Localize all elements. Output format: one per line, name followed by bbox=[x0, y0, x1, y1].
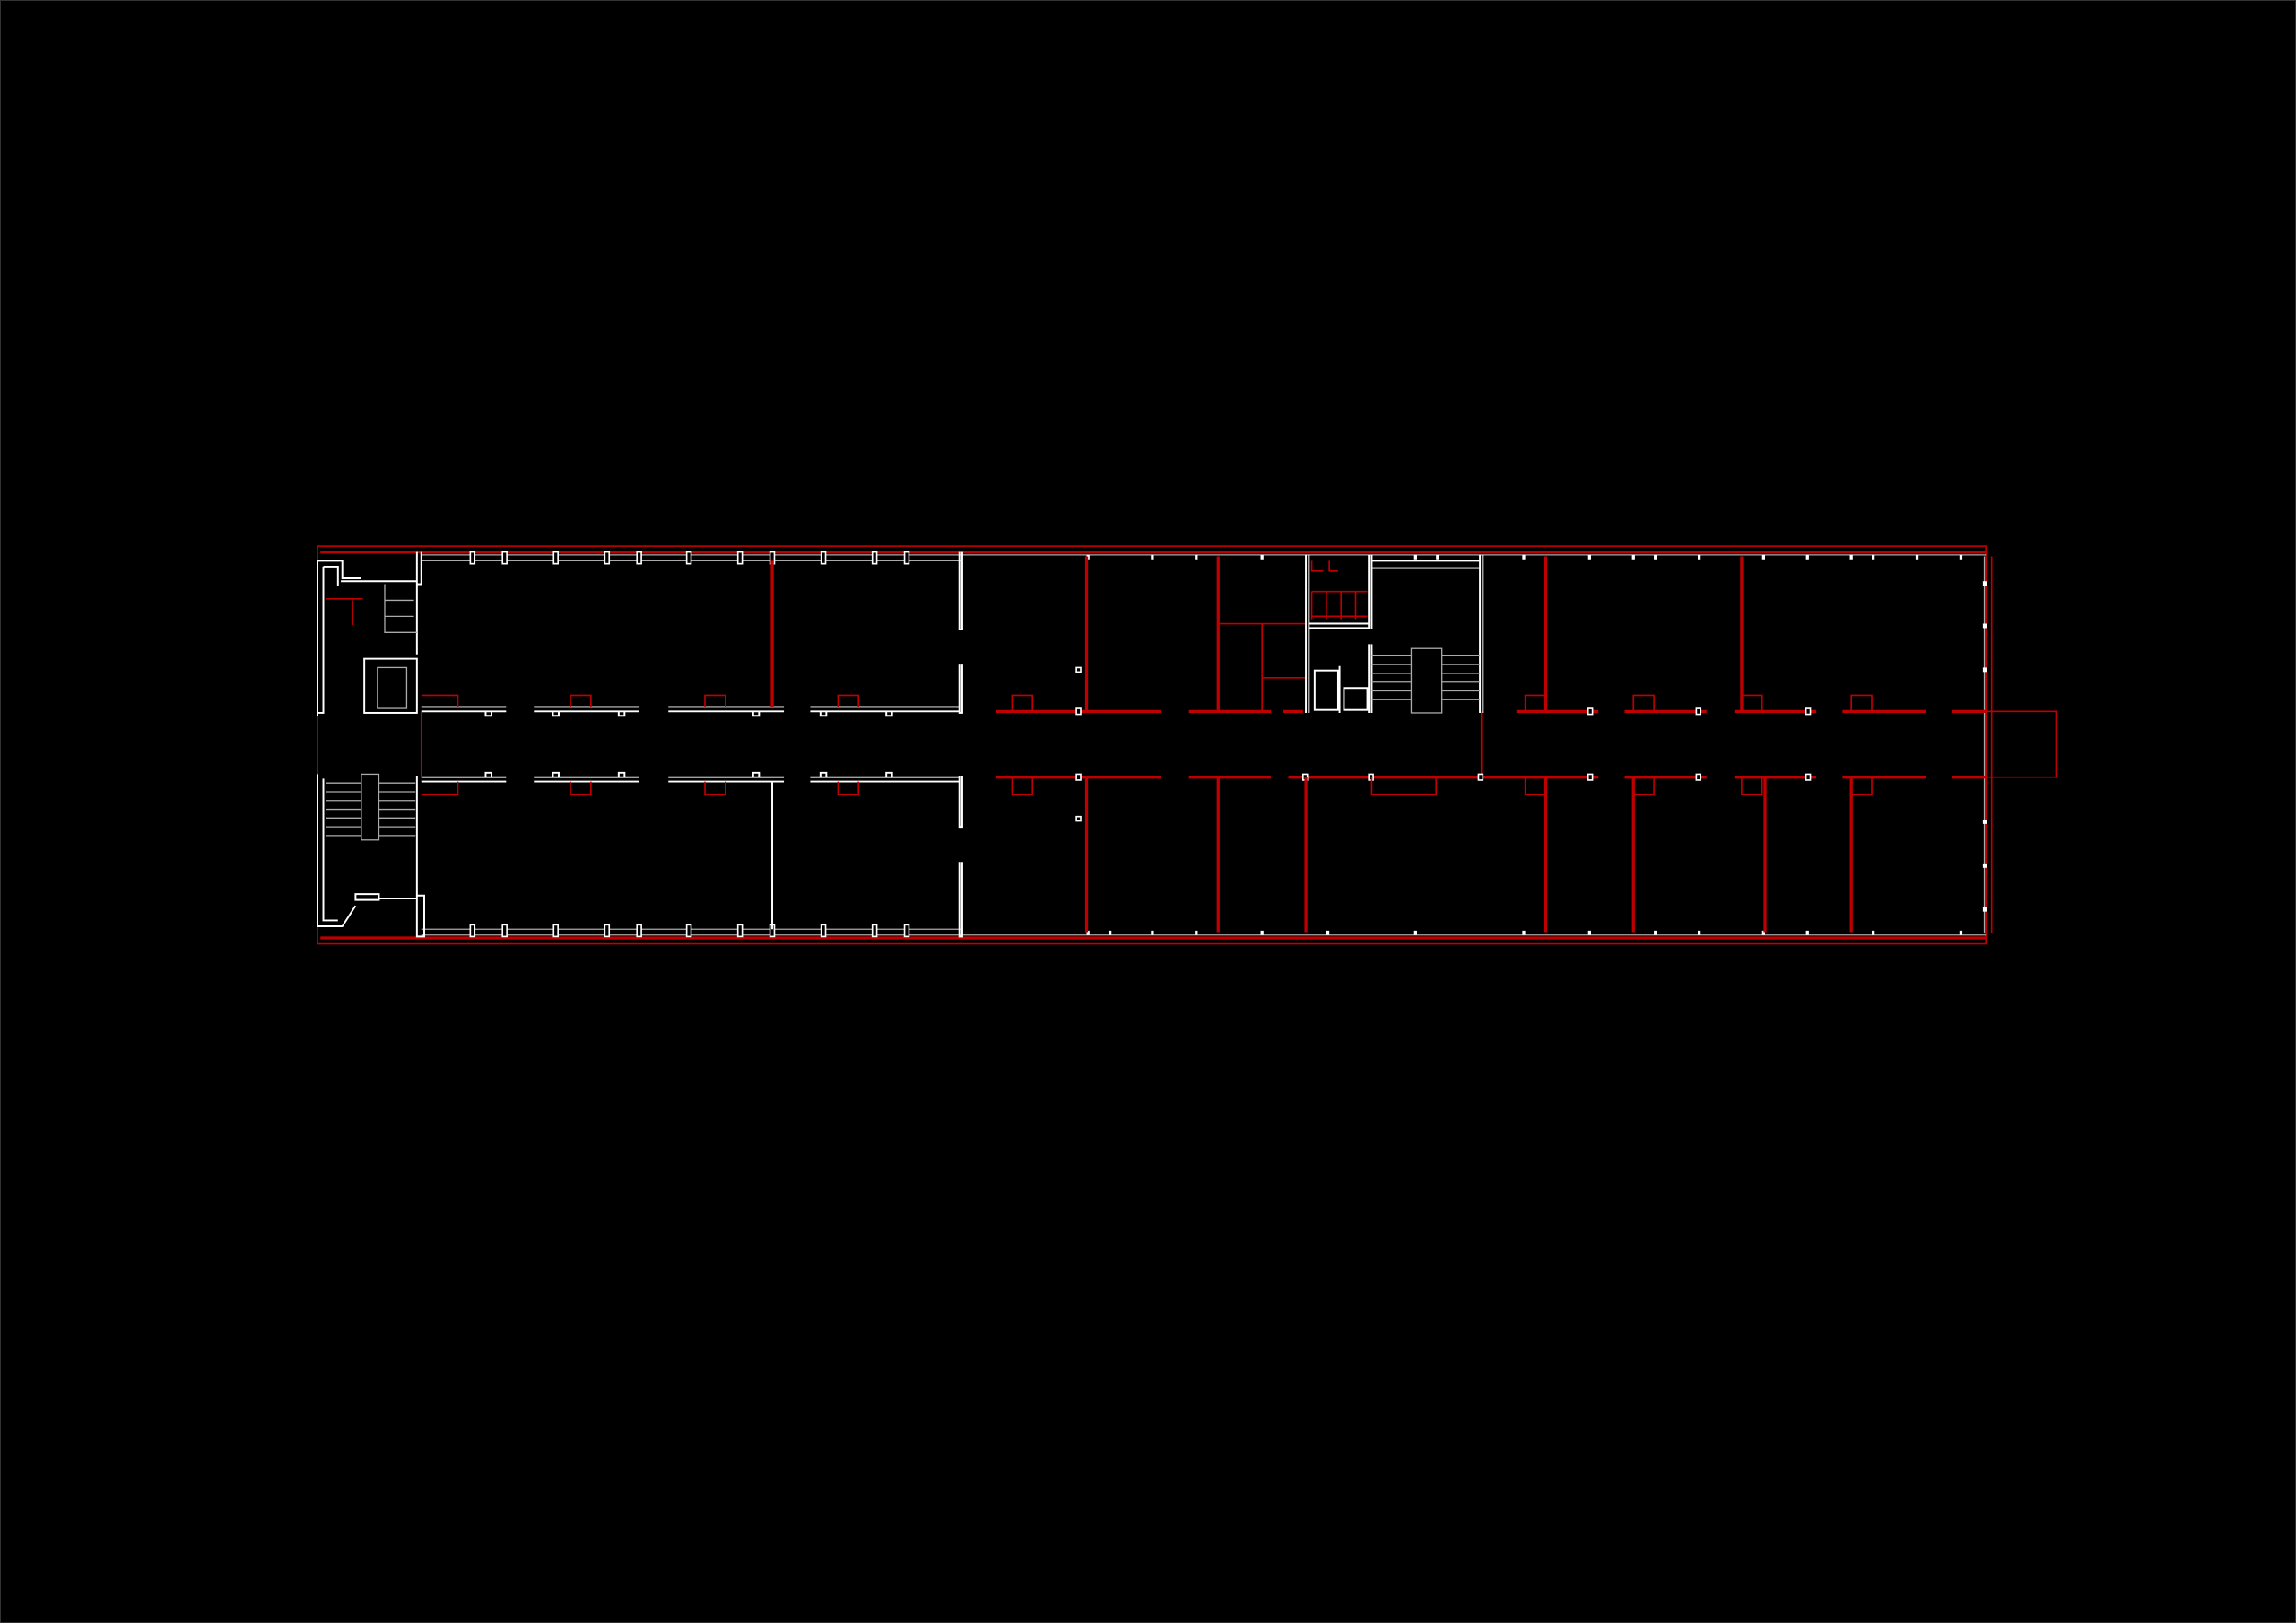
office-partitions bbox=[1084, 556, 1853, 933]
partitions bbox=[770, 551, 1853, 938]
corridor-pilasters-bottom bbox=[484, 771, 893, 777]
column bbox=[736, 551, 744, 565]
column bbox=[1982, 819, 1987, 824]
corridor-thresholds bbox=[420, 711, 1483, 777]
column bbox=[903, 924, 910, 938]
core-stair-eye bbox=[1410, 647, 1443, 714]
column bbox=[1522, 930, 1526, 935]
column bbox=[1436, 554, 1439, 560]
column bbox=[1587, 554, 1591, 560]
core-shaft bbox=[1343, 687, 1369, 711]
column bbox=[1195, 930, 1198, 935]
stair-walls bbox=[317, 774, 425, 938]
corridor-wall-bottom-left bbox=[421, 776, 960, 783]
column bbox=[1260, 554, 1264, 560]
corridor-walls bbox=[420, 666, 1987, 822]
column bbox=[1982, 863, 1987, 868]
column bbox=[636, 551, 642, 565]
column bbox=[1654, 554, 1657, 560]
column bbox=[552, 924, 559, 938]
column bbox=[1697, 930, 1701, 935]
column bbox=[1959, 930, 1963, 935]
column bbox=[1959, 554, 1963, 560]
column bbox=[1761, 930, 1765, 935]
left-core bbox=[317, 551, 425, 938]
column bbox=[469, 551, 476, 565]
stair-treads bbox=[326, 782, 416, 837]
core-walls bbox=[1305, 554, 1373, 713]
right-wing-columns bbox=[1086, 554, 1987, 935]
column bbox=[1915, 554, 1919, 560]
core-elevator bbox=[1313, 669, 1339, 711]
column bbox=[1982, 667, 1987, 673]
column bbox=[1108, 930, 1112, 935]
column bbox=[1151, 930, 1154, 935]
column bbox=[903, 551, 910, 565]
column bbox=[1849, 554, 1853, 560]
column bbox=[1805, 554, 1809, 560]
column bbox=[1413, 554, 1417, 560]
column bbox=[1982, 581, 1987, 586]
column bbox=[820, 924, 827, 938]
column bbox=[1871, 930, 1875, 935]
column bbox=[1522, 554, 1526, 560]
column bbox=[820, 551, 827, 565]
central-core bbox=[1305, 554, 1484, 714]
facade-columns bbox=[469, 551, 910, 938]
corridor-wall-top-left bbox=[421, 706, 960, 713]
stair-landing bbox=[354, 893, 417, 901]
column bbox=[1982, 907, 1987, 912]
column bbox=[604, 551, 611, 565]
column bbox=[1326, 930, 1330, 935]
toilet-walls bbox=[341, 551, 422, 655]
outer-outline bbox=[317, 545, 1987, 945]
column bbox=[552, 551, 559, 565]
column bbox=[501, 551, 508, 565]
column bbox=[1805, 930, 1809, 935]
column bbox=[1413, 930, 1417, 935]
column bbox=[1697, 554, 1701, 560]
column bbox=[685, 551, 692, 565]
left-core-walls bbox=[317, 560, 361, 716]
column bbox=[501, 924, 508, 938]
stair-hall-walls bbox=[1338, 554, 1484, 713]
column bbox=[1260, 930, 1264, 935]
stair-eye bbox=[361, 773, 380, 841]
left-wing-end-wall bbox=[958, 551, 963, 938]
accessible-toilet bbox=[326, 597, 363, 626]
facade-windows bbox=[421, 554, 1987, 936]
column bbox=[1982, 623, 1987, 629]
corridor-niches bbox=[421, 694, 1873, 796]
column bbox=[1871, 554, 1875, 560]
building-outline bbox=[317, 545, 2057, 945]
column bbox=[1587, 930, 1591, 935]
column bbox=[736, 924, 744, 938]
toilet-stalls bbox=[384, 584, 417, 633]
core-toilets bbox=[1310, 560, 1368, 620]
column bbox=[1761, 554, 1765, 560]
corridor-extension bbox=[1985, 710, 2057, 778]
column bbox=[1086, 930, 1090, 935]
elevator-car bbox=[377, 666, 408, 709]
elevator-shaft bbox=[363, 657, 418, 714]
column bbox=[871, 924, 878, 938]
small-room-walls bbox=[1218, 622, 1307, 712]
column bbox=[1195, 554, 1198, 560]
core-stair-treads bbox=[1371, 655, 1481, 700]
niches-top bbox=[421, 694, 1873, 712]
column bbox=[469, 924, 476, 938]
column bbox=[871, 551, 878, 565]
column bbox=[1151, 554, 1154, 560]
column bbox=[1631, 554, 1635, 560]
column bbox=[1654, 930, 1657, 935]
corridor-pilasters-top bbox=[484, 711, 893, 717]
column bbox=[636, 924, 642, 938]
column bbox=[685, 924, 692, 938]
column bbox=[604, 924, 611, 938]
niches-bottom bbox=[421, 777, 1873, 796]
